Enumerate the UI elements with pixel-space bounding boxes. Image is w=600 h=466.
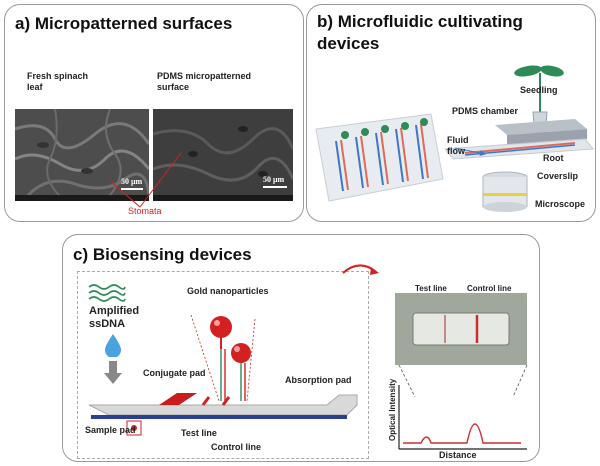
spinach-leaf-sem-image: 50 μm (15, 109, 149, 201)
strip-test-line (201, 396, 211, 406)
coverslip-label: Coverslip (537, 171, 579, 181)
chip-channels (335, 123, 429, 192)
scale-label-left: 50 μm (121, 177, 143, 186)
absorption-pad-label: Absorption pad (285, 375, 352, 385)
test-line-label: Test line (181, 428, 217, 438)
dna-wave-icon (88, 284, 126, 302)
pdms-chamber-label: PDMS chamber (452, 106, 519, 116)
chart-xlabel: Distance (439, 450, 477, 460)
microscope-label: Microscope (535, 199, 586, 209)
seedling-label: Seedling (520, 85, 558, 95)
chart-ylabel: Optical Intensity (388, 378, 397, 441)
down-arrow-icon (104, 361, 122, 384)
panel-microfluidic-devices: b) Microfluidic cultivating devices (306, 4, 596, 222)
scale-bar-left (121, 188, 143, 190)
gold-nanoparticles-diagram (190, 314, 256, 402)
intensity-chart (398, 365, 528, 450)
pdms-surface-sem-image: 50 μm (153, 109, 293, 201)
control-line-label: Control line (211, 442, 261, 452)
curved-arrow-icon (342, 264, 379, 275)
panel-a-title: a) Micropatterned surfaces (15, 14, 233, 33)
gold-nanoparticle-2 (231, 343, 251, 363)
gold-nanoparticle-1 (210, 316, 232, 338)
amplified-ssdna-label: Amplified ssDNA (89, 305, 140, 330)
sample-pad-label: Sample pad (85, 425, 136, 435)
panel-c-title: c) Biosensing devices (73, 245, 252, 264)
panel-micropatterned-surfaces: a) Micropatterned surfaces Fresh spinach… (4, 4, 304, 222)
pdms-chamber-block (495, 119, 587, 145)
gold-nanoparticles-label: Gold nanoparticles (187, 286, 269, 296)
panel-b-title: b) Microfluidic cultivating devices (317, 12, 523, 53)
test-strip-photo (395, 293, 527, 365)
lateral-flow-strip (88, 393, 358, 436)
microfluidic-schematic (444, 65, 594, 212)
pdms-surface-label: PDMS micropatterned surface (157, 71, 252, 92)
root-label: Root (543, 153, 564, 163)
strip-control-line-label: Control line (467, 284, 512, 293)
microscope-objective (482, 171, 528, 212)
lateral-flow-dashed-frame (77, 271, 369, 459)
stomata-label: Stomata (128, 206, 162, 216)
conjugate-pad-label: Conjugate pad (143, 368, 206, 378)
spinach-leaf-label: Fresh spinach surface leaf (27, 71, 89, 92)
intensity-curve (403, 423, 521, 444)
droplet-icon (105, 334, 121, 357)
scale-label-right: 50 μm (263, 175, 285, 184)
panel-biosensing-devices: c) Biosensing devices Amplified ssDNA Go… (62, 234, 540, 462)
strip-test-line-label: Test line (415, 284, 447, 293)
microfluidic-chip-image (315, 113, 444, 202)
conjugate-pad-block (159, 393, 197, 405)
scale-bar-right (263, 186, 287, 188)
strip-control-line (221, 396, 231, 406)
fluid-flow-label: Fluid flow (447, 135, 469, 156)
chip-seedlings (341, 118, 428, 139)
